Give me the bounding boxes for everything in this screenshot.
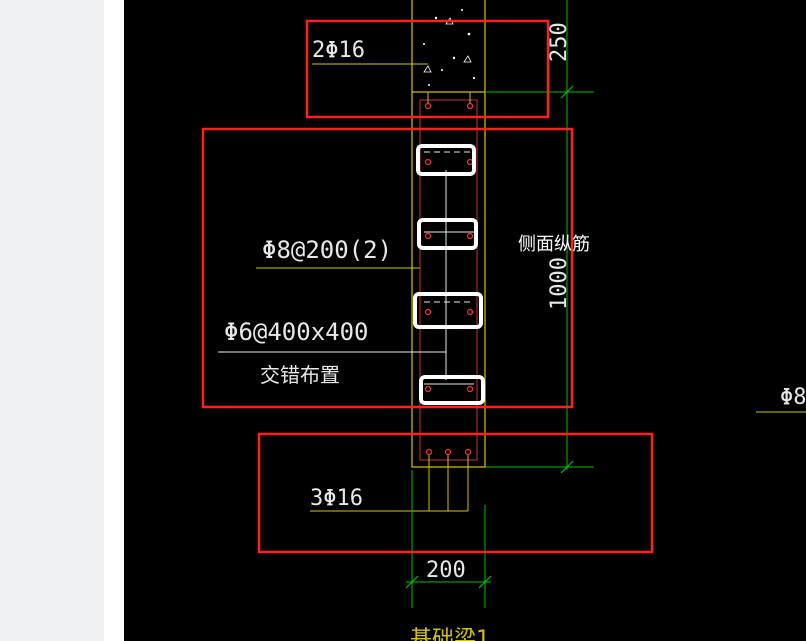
bottom-bars-label: 3Φ16 bbox=[310, 486, 363, 511]
side-bars-annotation: 侧面纵筋 bbox=[518, 234, 590, 255]
top-bars-label: 2Φ16 bbox=[312, 38, 365, 63]
section-caption: 基础梁1 bbox=[410, 627, 490, 641]
annotation-boxes bbox=[201, 19, 654, 554]
cad-viewport[interactable]: 2Φ16 Φ8@200(2) Φ6@400x400 交错布置 侧面纵筋 3Φ16… bbox=[124, 0, 806, 641]
bottom-rebar bbox=[425, 448, 472, 511]
tie-note-label: 交错布置 bbox=[260, 363, 340, 387]
side-rebar bbox=[424, 151, 474, 393]
height-dimension: 1000 bbox=[547, 257, 572, 310]
top-dimension: 250 bbox=[547, 22, 572, 62]
edge-label: Φ8 bbox=[780, 385, 806, 410]
panel-gap bbox=[104, 0, 124, 641]
side-panel bbox=[0, 0, 104, 641]
dimension-lines bbox=[405, 0, 594, 608]
side-rebar-highlights bbox=[413, 144, 485, 405]
beam-section-drawing: 2Φ16 Φ8@200(2) Φ6@400x400 交错布置 侧面纵筋 3Φ16… bbox=[201, 0, 806, 641]
width-dimension: 200 bbox=[426, 558, 466, 583]
slab-hatch bbox=[411, 0, 486, 92]
leader-lines bbox=[218, 63, 806, 512]
tie-label: Φ6@400x400 bbox=[224, 318, 369, 346]
top-rebar bbox=[424, 92, 474, 110]
stirrup-label: Φ8@200(2) bbox=[262, 236, 392, 264]
